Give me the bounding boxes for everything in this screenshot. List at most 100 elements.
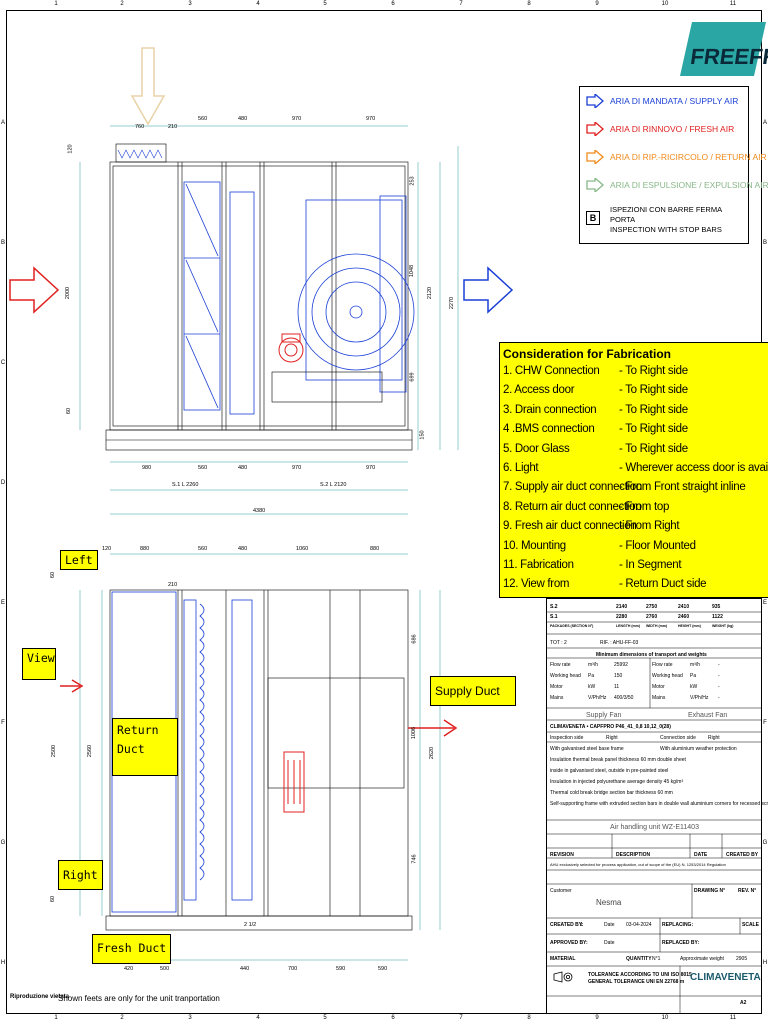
tb-eco: AHU exclusively selected for process app… bbox=[550, 862, 726, 867]
ruler-number: 5 bbox=[323, 1, 327, 7]
tb-cell: Motor bbox=[550, 684, 563, 690]
tb-cell: Motor bbox=[652, 684, 665, 690]
ruler-letter: G bbox=[0, 840, 6, 846]
dim-text: 210 bbox=[168, 582, 178, 588]
dim-text: 880 bbox=[370, 546, 380, 552]
ruler-number: 11 bbox=[729, 1015, 737, 1021]
ruler-letter: G bbox=[762, 840, 768, 846]
tb-model: CLIMAVENETA • CAPFPRO P46_41_0,8 10,12_0… bbox=[550, 724, 671, 730]
legend-supply-label: ARIA DI MANDATA / SUPPLY AIR bbox=[610, 96, 739, 106]
tb-tol1: TOLERANCE ACCORDING TO UNI ISO 8015 bbox=[588, 972, 692, 978]
tb-cell: Insulation thermal break panel thickness… bbox=[550, 757, 686, 763]
fabrication-title: Consideration for Fabrication bbox=[503, 347, 672, 361]
ruler-letter: E bbox=[762, 600, 767, 606]
legend-expulsion-label: ARIA DI ESPULSIONE / EXPULSION AIR bbox=[610, 180, 768, 190]
tb-cell: V/Ph/Hz bbox=[588, 695, 607, 701]
dim-text: 4380 bbox=[253, 508, 266, 514]
legend-return: ARIA DI RIP.-RICIRCOLO / RETURN AIR bbox=[586, 149, 767, 165]
dim-text: 420 bbox=[124, 966, 134, 972]
tb-date2: Date bbox=[604, 940, 615, 946]
tb-cell: - bbox=[718, 662, 720, 668]
tb-weight-label: Approximate weight bbox=[680, 956, 724, 962]
top-motor bbox=[278, 333, 304, 363]
fabrication-item-value: - In Segment bbox=[619, 559, 682, 572]
dim-text: 150 bbox=[419, 430, 426, 440]
tb-cell: 935 bbox=[712, 604, 721, 610]
fabrication-item: 4 .BMS connection- To Right side bbox=[503, 420, 768, 439]
tb-cell: 11 bbox=[614, 684, 620, 690]
tb-brand: CLIMAVENETA bbox=[690, 972, 761, 983]
fabrication-item-key: 12. View from bbox=[503, 578, 570, 591]
ruler-number: 9 bbox=[595, 1, 599, 7]
fabrication-item-value: - From top bbox=[619, 500, 670, 513]
dim-text: 120 bbox=[102, 546, 112, 552]
dim-text: 590 bbox=[336, 966, 346, 972]
tb-cell: WIDTH (mm) bbox=[646, 624, 667, 628]
inspection-line-2: INSPECTION WITH STOP BARS bbox=[610, 225, 722, 234]
callout-supply-duct: Supply Duct bbox=[430, 676, 516, 706]
tb-cell: WEIGHT (kg) bbox=[712, 624, 734, 628]
tb-cell: m³/h bbox=[588, 662, 598, 668]
tb-cell: Working head bbox=[652, 673, 683, 679]
tb-cell: DATE bbox=[694, 852, 708, 858]
tb-cell: 400/3/50 bbox=[614, 695, 634, 701]
air-legend: ARIA DI MANDATA / SUPPLY AIR ARIA DI RIN… bbox=[579, 86, 768, 244]
ruler-number: 7 bbox=[459, 1015, 463, 1021]
ruler-letter: E bbox=[0, 600, 5, 606]
dim-text: 120 bbox=[67, 144, 74, 154]
logo-text: FREEFRIS bbox=[689, 44, 768, 69]
view-arrow-icon bbox=[60, 679, 84, 693]
inspection-marker: B bbox=[586, 211, 600, 225]
ruler-number: 10 bbox=[661, 1015, 669, 1021]
tb-customer-label: Customer bbox=[550, 888, 572, 894]
tb-approved: APPROVED BY: bbox=[550, 940, 588, 946]
dim-text: 970 bbox=[292, 465, 302, 471]
fabrication-item-key: 6. Light bbox=[503, 462, 539, 475]
tb-cell: Mains bbox=[652, 695, 666, 701]
ruler-number: 6 bbox=[391, 1, 395, 7]
tb-cell: 2760 bbox=[646, 614, 658, 620]
tb-tol2: GENERAL TOLERANCE UNI EN 22768 m bbox=[588, 979, 685, 985]
tb-cell: Thermal cold break bridge section bar th… bbox=[550, 790, 673, 796]
fabrication-item: 12. View from - Return Duct side bbox=[503, 575, 768, 594]
ruler-number: 2 bbox=[120, 1, 124, 7]
tb-rif: RIF. : AHU-FF-03 bbox=[600, 640, 639, 646]
tb-material: MATERIAL bbox=[550, 956, 576, 962]
tb-cell: DESCRIPTION bbox=[616, 852, 651, 858]
dim-text: 1048 bbox=[409, 264, 416, 278]
dim-text: 686 bbox=[411, 634, 418, 644]
fabrication-item-value: - To Right side bbox=[619, 423, 688, 436]
tb-insp-side: Inspection side bbox=[550, 735, 584, 741]
top-components bbox=[183, 181, 415, 415]
fabrication-item-key: 1. CHW Connection bbox=[503, 365, 600, 377]
bottom-motor bbox=[283, 751, 305, 813]
tb-cell: S.1 bbox=[550, 614, 558, 620]
dim-text: 2500 bbox=[51, 744, 58, 758]
dim-text: 480 bbox=[238, 116, 248, 122]
tb-replaced: REPLACED BY: bbox=[662, 940, 700, 946]
fabrication-item-value: - To Right side bbox=[619, 442, 688, 455]
dim-text: 2 1/2 bbox=[244, 922, 257, 928]
tb-replacing: REPLACING: bbox=[662, 922, 694, 928]
tb-tot: TOT : 2 bbox=[550, 640, 567, 646]
tb-cell: REVISION bbox=[550, 852, 574, 858]
tb-exhaust-fan: Exhaust Fan bbox=[688, 712, 728, 719]
ruler-letter: A bbox=[762, 120, 767, 126]
fabrication-item-value: - Return Duct side bbox=[619, 578, 707, 591]
tb-cell: Working head bbox=[550, 673, 581, 679]
tb-cell: With galvanised steel base frame bbox=[550, 746, 624, 752]
tb-cell: 2140 bbox=[616, 604, 628, 610]
dim-text: 253 bbox=[409, 176, 416, 186]
projection-icon bbox=[552, 970, 574, 989]
fresh-arrow-icon bbox=[586, 122, 604, 136]
dim-text: 2000 bbox=[65, 286, 72, 300]
tb-cell: S.2 bbox=[550, 604, 558, 610]
ruler-number: 7 bbox=[459, 1, 463, 7]
ruler-number: 3 bbox=[188, 1015, 192, 1021]
dim-text: 60 bbox=[50, 895, 57, 903]
tb-cell: PACKAGES (SECTION N°) bbox=[550, 624, 594, 628]
dim-text: 2120 bbox=[427, 286, 434, 300]
expulsion-arrow-icon bbox=[586, 178, 604, 192]
ruler-number: 10 bbox=[661, 1, 669, 7]
ruler-letter: B bbox=[762, 240, 767, 246]
